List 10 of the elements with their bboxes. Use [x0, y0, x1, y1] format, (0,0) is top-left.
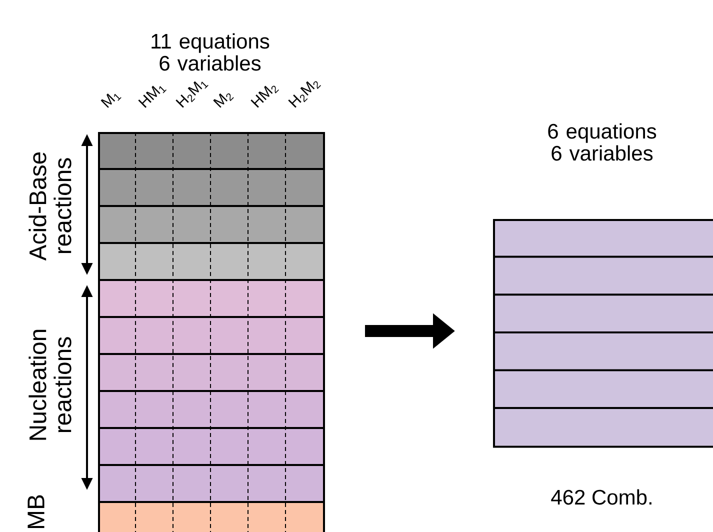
label: Nucleation reactions — [28, 330, 72, 440]
label: M$_{1}$ — [100, 93, 122, 108]
label: HM$_{1}$ — [138, 86, 167, 108]
label: Acid-Base reactions — [28, 152, 72, 261]
label: MB — [28, 495, 44, 528]
node-label: 462 Comb. — [551, 489, 652, 505]
label: HM$_{2}$ — [250, 86, 279, 108]
heading: 6 equations 6 variables — [548, 123, 656, 161]
heading: 11 equations 6 variables — [152, 33, 270, 71]
label: M$_{2}$ — [213, 93, 234, 108]
